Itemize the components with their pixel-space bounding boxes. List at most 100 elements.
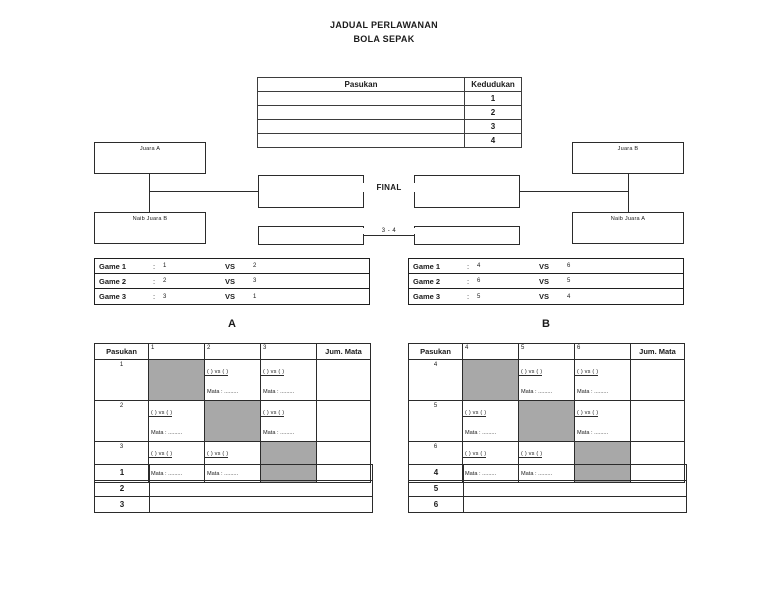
bracket-label-naib-juara-a: Naib Juara A: [610, 216, 646, 222]
rank-a-name-2[interactable]: [149, 480, 373, 497]
matrix-a-cell-2-3[interactable]: ( ) vs ( ) Mata : .........: [260, 400, 317, 442]
game-a-3-colon: :: [153, 292, 156, 301]
rank-b-name-5[interactable]: [463, 480, 687, 497]
game-b-1-name: Game 1: [413, 261, 441, 271]
bracket-box-final-left[interactable]: [258, 175, 364, 208]
table-row: 1 ( ) vs ( ) Mata : ......... ( ) vs ( )…: [94, 359, 371, 401]
matrix-a-header-col-2: 2: [204, 343, 261, 360]
standings-team-1[interactable]: [257, 91, 465, 106]
matrix-b-cell-5-4-mata: Mata : .........: [465, 430, 497, 436]
game-b-3-name: Game 3: [413, 292, 441, 301]
matrix-b-cell-5-6-mata: Mata : .........: [577, 430, 609, 436]
rank-a-num-3: 3: [94, 496, 150, 513]
game-a-3-home: 3: [163, 293, 167, 300]
game-b-2-colon: :: [467, 276, 470, 286]
matrix-b-header-col-2: 5: [518, 343, 575, 360]
bracket-box-naib-juara-a[interactable]: Naib Juara A: [572, 212, 684, 244]
matrix-b-cell-5-5: [518, 400, 575, 442]
matrix-b-header-total: Jum. Mata: [630, 343, 685, 360]
list-item: Game 3 : 5 VS 4: [409, 289, 683, 304]
rank-a-name-1[interactable]: [149, 464, 373, 481]
matrix-a-total-1[interactable]: [316, 359, 371, 401]
bracket-box-juara-b[interactable]: Juara B: [572, 142, 684, 174]
matrix-a-cell-2-1-vs: ( ) vs ( ): [149, 410, 173, 417]
matrix-b-header-team: Pasukan: [408, 343, 463, 360]
rank-b-name-4[interactable]: [463, 464, 687, 481]
matrix-a-total-2[interactable]: [316, 400, 371, 442]
rank-b-num-6: 6: [408, 496, 464, 513]
matrix-b-cell-5-6-vs: ( ) vs ( ): [575, 410, 599, 417]
matrix-b-total-5[interactable]: [630, 400, 685, 442]
standings-rank-1: 1: [464, 91, 522, 106]
matrix-b-cell-4-5[interactable]: ( ) vs ( ) Mata : .........: [518, 359, 575, 401]
matrix-b-cell-4-6[interactable]: ( ) vs ( ) Mata : .........: [574, 359, 631, 401]
matrix-b-total-4[interactable]: [630, 359, 685, 401]
matrix-a-row-1-team: 1: [94, 359, 149, 401]
list-item: Game 2 : 2 VS 3: [95, 274, 369, 289]
table-row: 1: [94, 464, 373, 481]
table-row: 4: [408, 464, 687, 481]
standings-team-4[interactable]: [257, 133, 465, 148]
matrix-header-row: Pasukan 4 5 6 Jum. Mata: [408, 343, 685, 360]
matrix-b-cell-4-5-mata: Mata : .........: [521, 389, 553, 395]
table-row: 3: [94, 496, 373, 513]
matrix-b-cell-5-4[interactable]: ( ) vs ( ) Mata : .........: [462, 400, 519, 442]
bracket-connector-vertical-left: [149, 174, 151, 213]
bracket-box-final-right[interactable]: [414, 175, 520, 208]
matrix-b-cell-6-4-vs: ( ) vs ( ): [463, 451, 487, 458]
game-a-1-vs: VS: [225, 261, 236, 271]
bracket-label-juara-b: Juara B: [617, 146, 639, 152]
game-b-2-vs: VS: [539, 276, 550, 286]
standings-team-2[interactable]: [257, 105, 465, 120]
game-list-group-b: Game 1 : 4 VS 6 Game 2 : 6 VS 5 Game 3 :…: [408, 258, 684, 305]
bracket-box-naib-juara-b[interactable]: Naib Juara B: [94, 212, 206, 244]
matrix-b-header-col-1: 4: [462, 343, 519, 360]
matrix-a-cell-3-1-vs: ( ) vs ( ): [149, 451, 173, 458]
matrix-a-cell-1-2[interactable]: ( ) vs ( ) Mata : .........: [204, 359, 261, 401]
list-item: Game 1 : 4 VS 6: [409, 259, 683, 274]
game-a-2-name: Game 2: [99, 276, 127, 286]
game-b-1-colon: :: [467, 261, 470, 271]
rank-b-num-4: 4: [408, 464, 464, 481]
title-line-1: JADUAL PERLAWANAN: [330, 20, 438, 30]
bracket-label-juara-a: Juara A: [139, 146, 161, 152]
matrix-b-cell-4-4: [462, 359, 519, 401]
game-a-2-colon: :: [153, 276, 156, 286]
matrix-a-cell-2-1[interactable]: ( ) vs ( ) Mata : .........: [148, 400, 205, 442]
game-a-1-away: 2: [253, 263, 257, 269]
game-b-2-away: 5: [567, 278, 571, 284]
final-label: FINAL: [363, 183, 415, 192]
matrix-a-cell-2-2: [204, 400, 261, 442]
bracket-box-juara-a[interactable]: Juara A: [94, 142, 206, 174]
game-a-2-away: 3: [253, 278, 257, 284]
game-b-1-home: 4: [477, 263, 481, 269]
table-row: 3: [257, 119, 522, 134]
matrix-b-cell-5-6[interactable]: ( ) vs ( ) Mata : .........: [574, 400, 631, 442]
matrix-a-cell-1-3[interactable]: ( ) vs ( ) Mata : .........: [260, 359, 317, 401]
matrix-b-row-5-team: 5: [408, 400, 463, 442]
standings-header-rank: Kedudukan: [464, 77, 522, 92]
bracket-box-third-right[interactable]: [414, 226, 520, 245]
matrix-a-cell-1-3-vs: ( ) vs ( ): [261, 369, 285, 376]
table-row: 6: [408, 496, 687, 513]
standings-team-3[interactable]: [257, 119, 465, 134]
game-b-3-colon: :: [467, 292, 470, 301]
matrix-a-cell-2-1-mata: Mata : .........: [151, 430, 183, 436]
matrix-a-cell-1-2-vs: ( ) vs ( ): [205, 369, 229, 376]
rank-b-name-6[interactable]: [463, 496, 687, 513]
table-row: 2: [94, 480, 373, 497]
matrix-b-cell-4-5-vs: ( ) vs ( ): [519, 369, 543, 376]
rank-a-num-2: 2: [94, 480, 150, 497]
game-a-3-vs: VS: [225, 292, 236, 301]
matrix-a-header-col-3: 3: [260, 343, 317, 360]
rank-a-name-3[interactable]: [149, 496, 373, 513]
rank-table-group-b: 4 5 6: [408, 464, 687, 513]
matrix-b-row-4-team: 4: [408, 359, 463, 401]
table-row: 3 ( ) vs ( ) Mata : ......... ( ) vs ( )…: [94, 441, 371, 483]
bracket-box-third-left[interactable]: [258, 226, 364, 245]
table-row: 1: [257, 91, 522, 106]
matrix-a-header-total: Jum. Mata: [316, 343, 371, 360]
third-place-label: 3 - 4: [363, 228, 415, 234]
standings-header-team: Pasukan: [257, 77, 465, 92]
bracket-connector-horizontal-left: [149, 191, 259, 193]
